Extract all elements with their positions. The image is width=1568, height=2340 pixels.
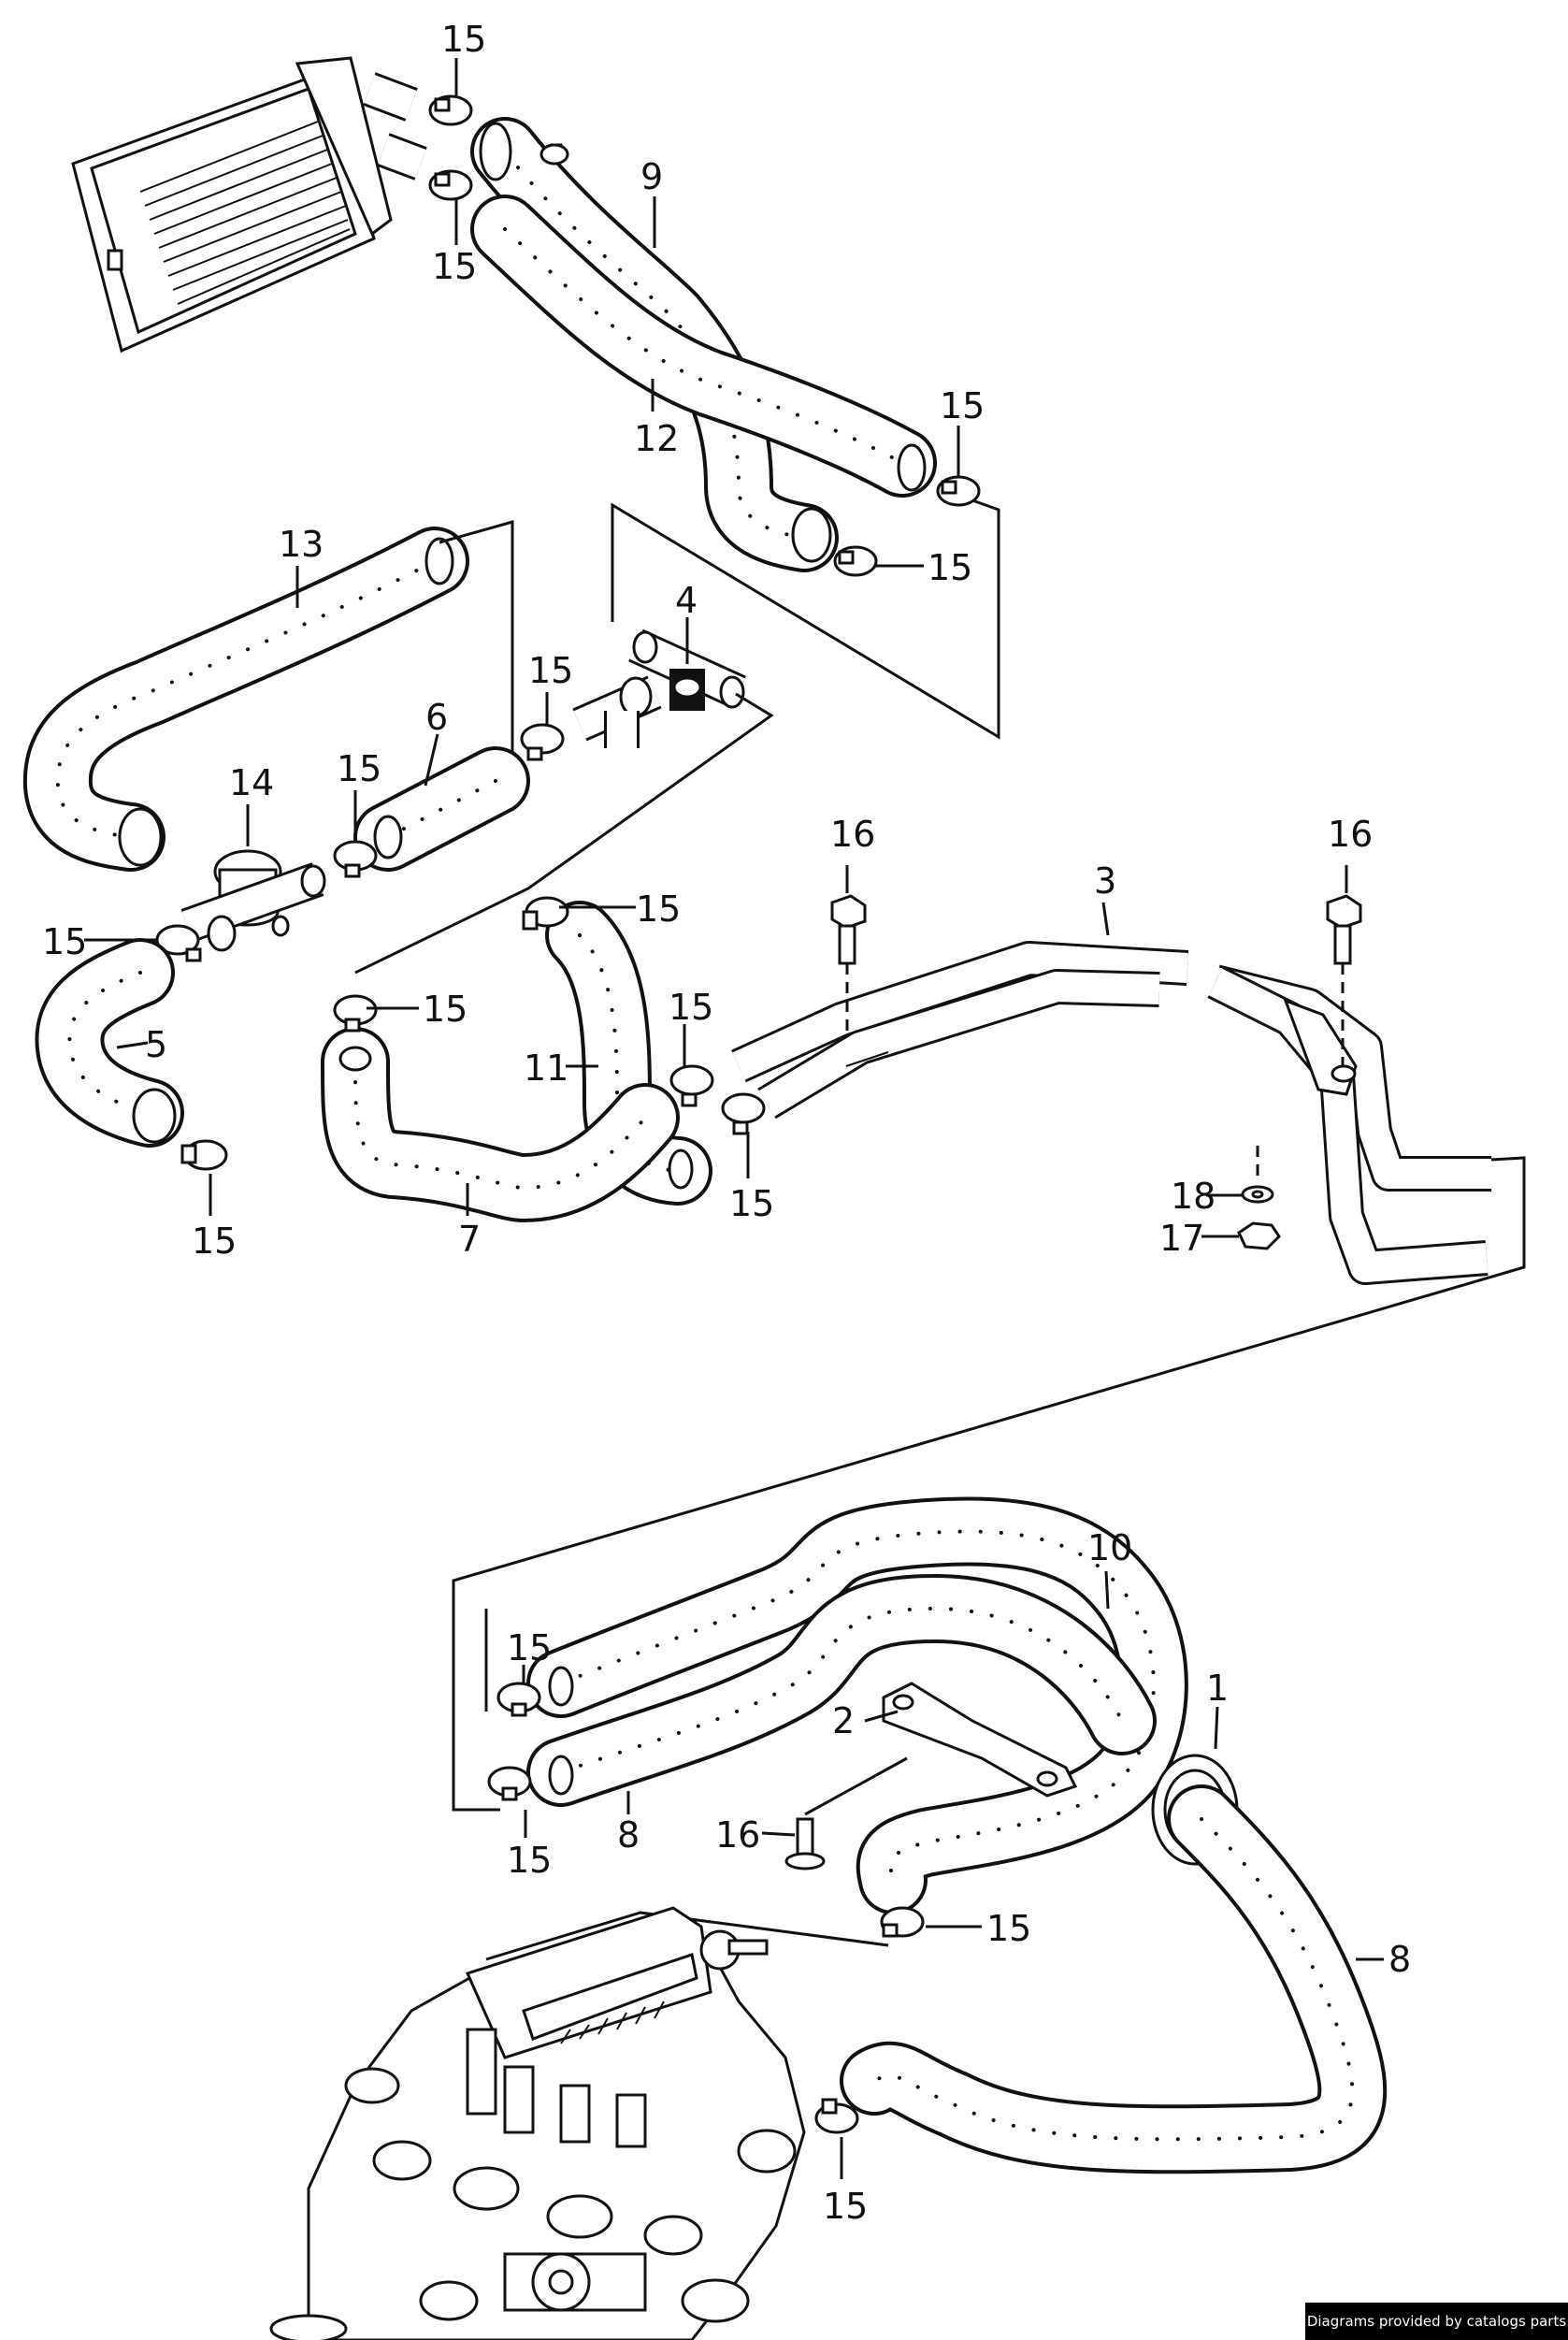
hose-clamp [180, 1139, 228, 1171]
hose-12 [470, 195, 937, 563]
callout-frame-line [452, 1156, 1526, 1812]
callout-15: 15 [528, 650, 573, 691]
hose-clamp [333, 840, 378, 878]
hose-clamp [833, 545, 878, 577]
hose-clamp [333, 994, 378, 1033]
callout-frame-line [485, 1911, 889, 1961]
hose-clamp [155, 924, 202, 962]
callout-9: 9 [640, 156, 663, 197]
leader-lines [84, 58, 1384, 2179]
callout-10: 10 [1087, 1527, 1132, 1568]
hose-clamp [721, 1092, 766, 1135]
callout-14: 14 [229, 762, 274, 803]
hose-clamp [936, 475, 981, 507]
callout-8: 8 [1388, 1939, 1411, 1980]
t-piece-4 [628, 628, 746, 711]
callout-15: 15 [669, 987, 713, 1028]
callout-15: 15 [986, 1908, 1031, 1949]
washer-18 [1241, 1185, 1274, 1204]
callout-frame-line [354, 692, 774, 975]
credit-text: Diagrams provided by catalogs parts [1306, 2313, 1567, 2330]
hose-6 [353, 746, 530, 872]
hose-5 [35, 938, 184, 1148]
hose-8-upper [526, 1574, 1157, 1807]
hose-clamp [814, 2098, 859, 2134]
callout-frame-line [611, 498, 1000, 740]
hose-10 [526, 1496, 1188, 1914]
hose-clamp [487, 1766, 532, 1801]
callout-8: 8 [617, 1814, 640, 1856]
callout-15: 15 [507, 1840, 552, 1881]
bolt-16 [830, 894, 867, 965]
hose-13 [22, 527, 469, 872]
callout-4: 4 [675, 580, 698, 621]
hose-clamp [428, 169, 473, 201]
connector-valve [572, 675, 662, 748]
callout-2: 2 [832, 1700, 855, 1741]
heater-core [71, 56, 427, 354]
callout-15: 15 [432, 246, 477, 287]
nut-17 [1237, 1221, 1281, 1250]
callout-15: 15 [729, 1183, 774, 1224]
callout-18: 18 [1171, 1176, 1216, 1217]
callout-13: 13 [279, 524, 324, 565]
callout-16: 16 [830, 814, 875, 855]
callout-16: 16 [715, 1814, 760, 1856]
callout-15: 15 [636, 888, 681, 930]
hose-clamp [520, 723, 565, 761]
callout-1: 1 [1206, 1668, 1229, 1709]
hose-clamp [669, 1064, 714, 1107]
callout-15: 15 [192, 1221, 237, 1262]
callout-16: 16 [1328, 814, 1373, 855]
callout-15: 15 [940, 385, 985, 426]
hose-8-lower [840, 1784, 1388, 2174]
callout-11: 11 [524, 1047, 568, 1089]
pipe-assembly-3 [731, 941, 1491, 1285]
bracket-2 [882, 1682, 1078, 1798]
callout-17: 17 [1159, 1218, 1204, 1259]
callout-15: 15 [337, 748, 381, 789]
callout-5: 5 [145, 1024, 167, 1065]
water-valve-14 [180, 849, 326, 952]
hose-clamp [496, 1682, 541, 1717]
hose-clamp [522, 896, 569, 931]
callout-3: 3 [1094, 860, 1116, 902]
callout-12: 12 [634, 418, 679, 459]
callout-frame-line [439, 520, 514, 767]
callout-7: 7 [458, 1219, 481, 1260]
callout-15: 15 [823, 2186, 868, 2227]
credit-footer: Diagrams provided by catalogs parts [1305, 2303, 1568, 2340]
bolt-16 [784, 1817, 826, 1871]
callout-labels: 15 15 9 12 15 15 13 4 15 6 14 15 15 15 1… [42, 19, 1411, 2227]
hose-7 [321, 1027, 680, 1222]
bolt-16 [1326, 894, 1362, 965]
hose-clamp [880, 1906, 925, 1938]
engine-block [269, 1906, 806, 2340]
callout-15: 15 [441, 19, 486, 60]
hose-clamp [428, 94, 473, 126]
callout-15: 15 [423, 989, 468, 1030]
callout-6: 6 [425, 697, 448, 738]
callout-15: 15 [928, 547, 972, 588]
callout-15: 15 [42, 921, 87, 962]
callout-frame-line [804, 1756, 908, 1816]
callout-15: 15 [507, 1627, 552, 1668]
